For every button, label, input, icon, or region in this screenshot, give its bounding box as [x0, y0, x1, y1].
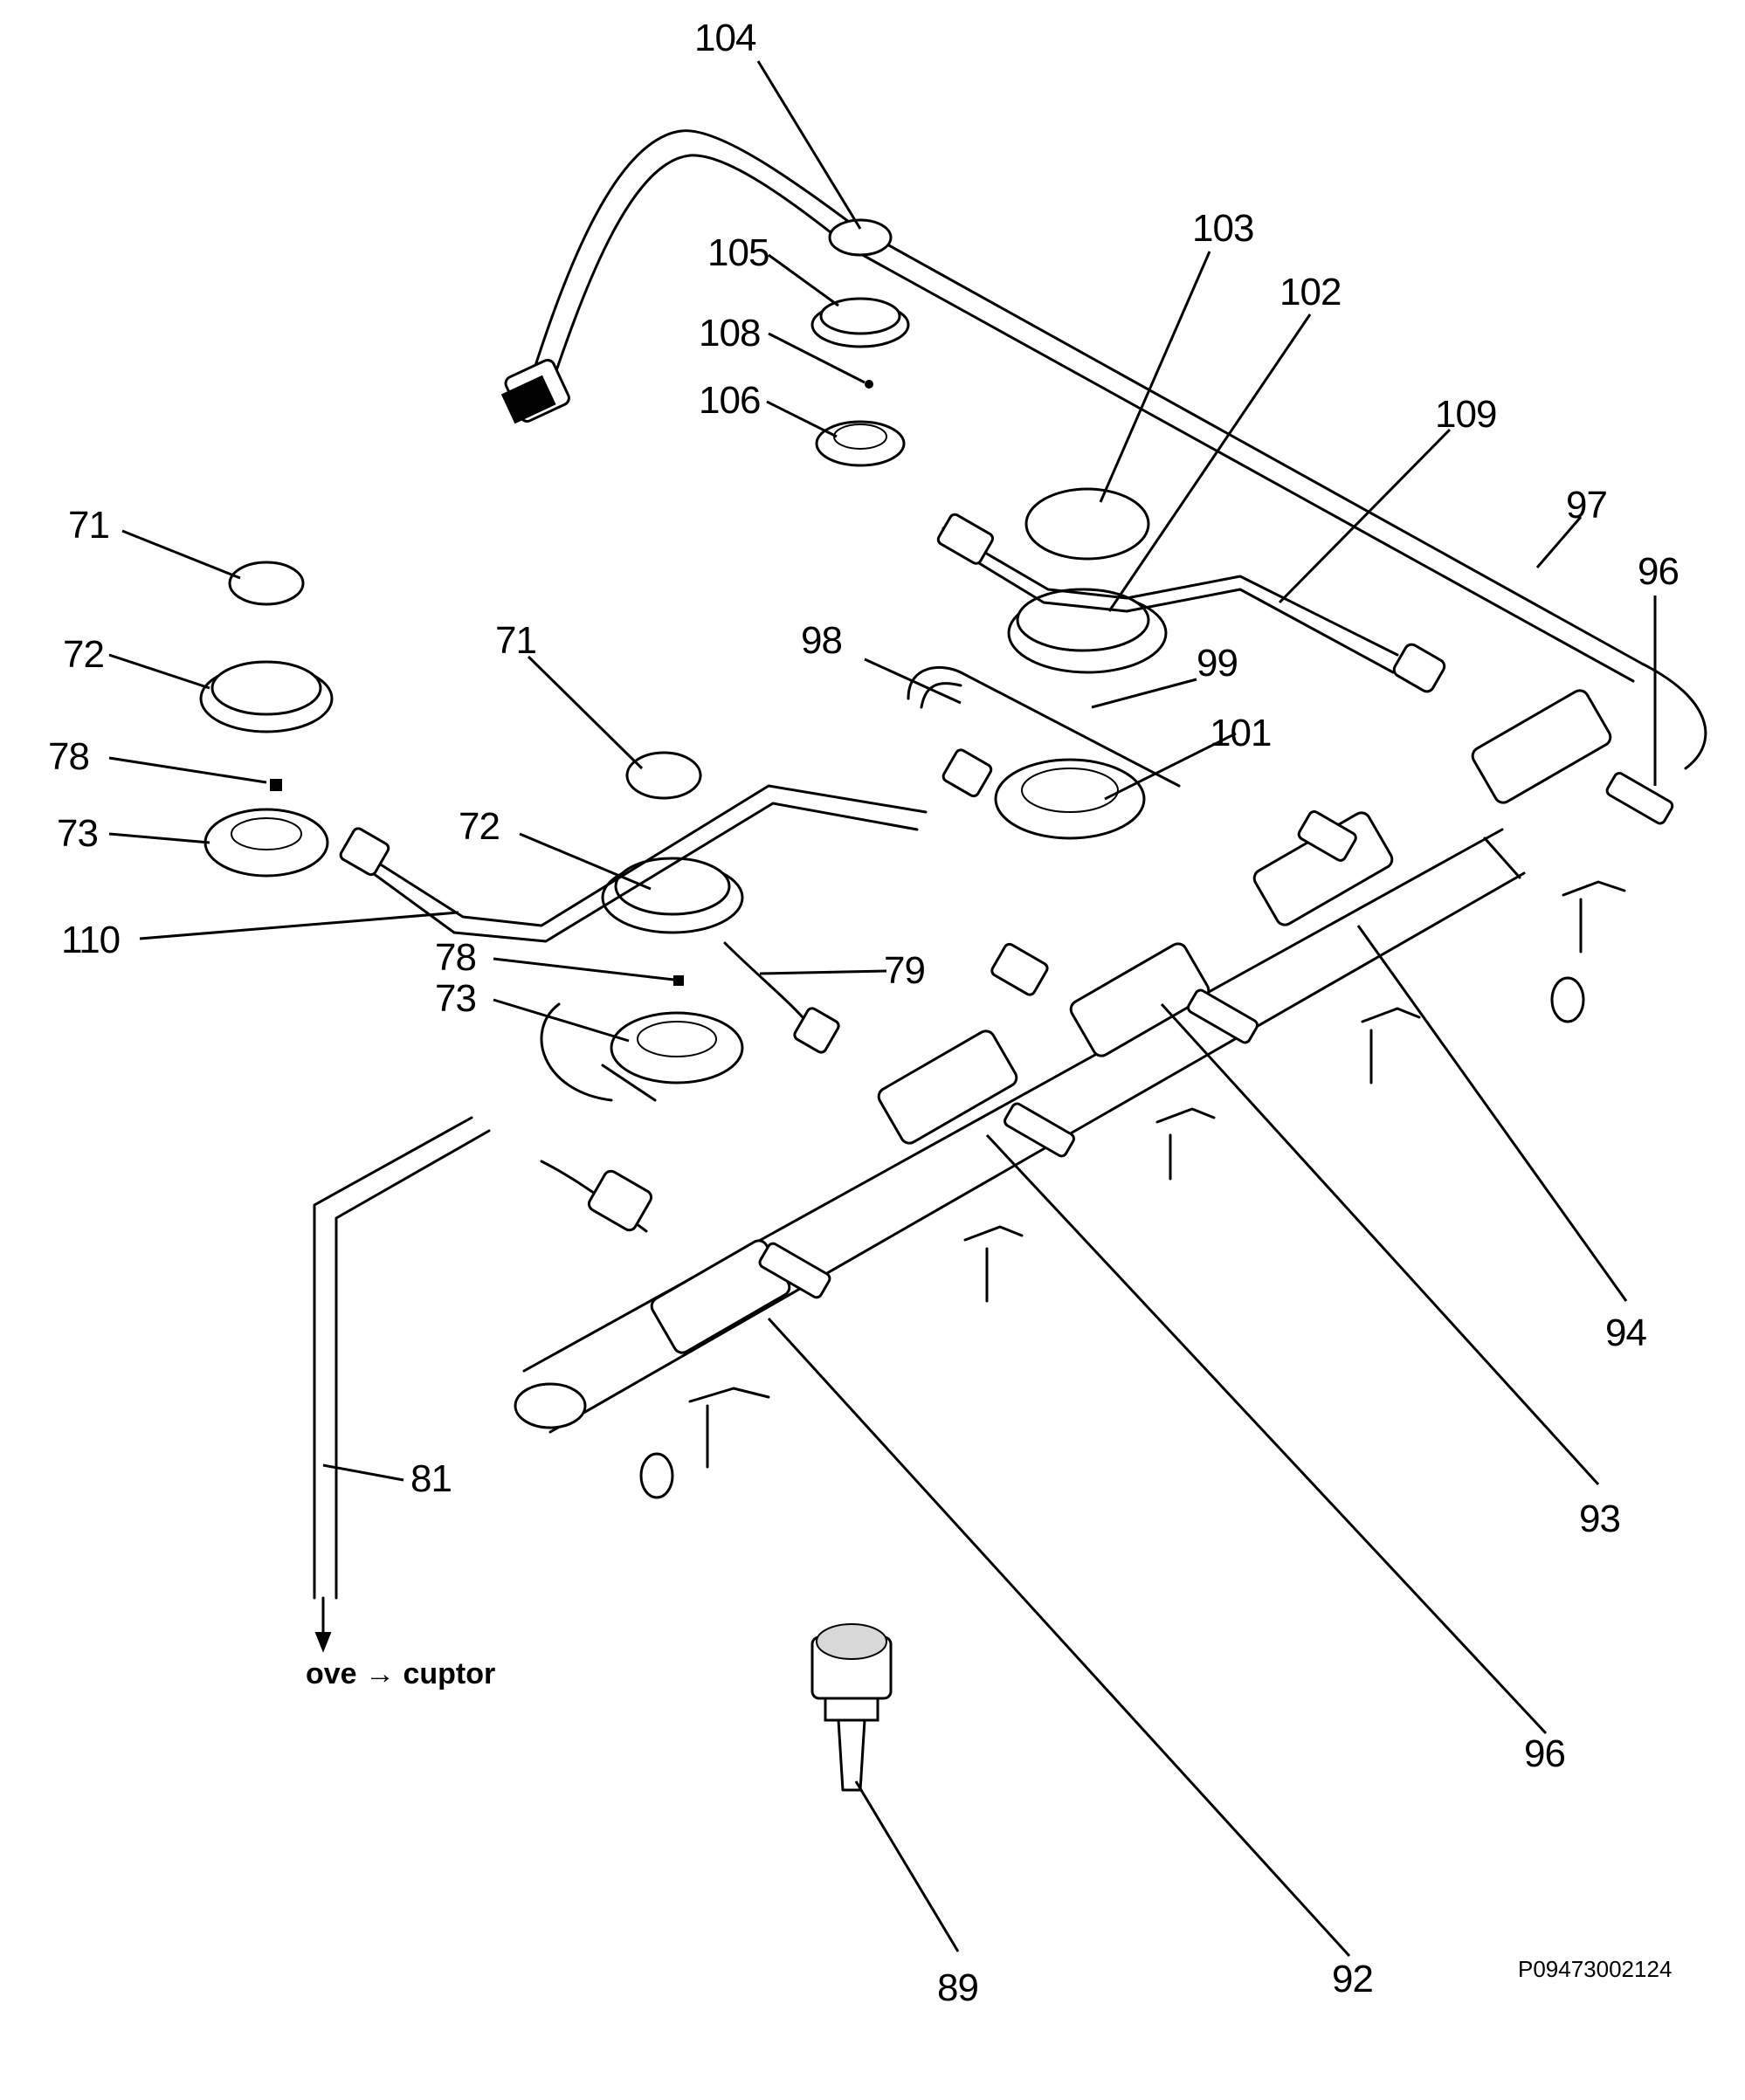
label-part-93: 93: [1579, 1498, 1621, 1540]
label-part-105: 105: [707, 231, 769, 274]
label-part-72-middle: 72: [459, 805, 500, 848]
label-part-109: 109: [1435, 393, 1497, 436]
label-part-108: 108: [699, 312, 761, 355]
label-part-99: 99: [1197, 642, 1238, 685]
label-part-110: 110: [61, 919, 121, 961]
label-part-96-bottom: 96: [1524, 1732, 1566, 1775]
label-part-92: 92: [1332, 1958, 1374, 2000]
label-part-71-middle: 71: [495, 619, 537, 662]
gas-tap-5: [1392, 643, 1612, 804]
label-part-103: 103: [1192, 207, 1254, 250]
gas-tap-2: [877, 1029, 1075, 1158]
label-part-98: 98: [801, 619, 843, 662]
label-part-89: 89: [937, 1966, 979, 2009]
label-part-94: 94: [1605, 1312, 1647, 1354]
gas-tap-4: [1252, 772, 1674, 926]
gas-pipe-top: [500, 129, 1707, 770]
label-part-104: 104: [694, 17, 756, 59]
label-part-106: 106: [699, 379, 761, 422]
burner-large: [994, 487, 1168, 840]
label-part-97: 97: [1566, 484, 1608, 527]
pipe-connector-top: [500, 358, 570, 424]
label-part-78-middle: 78: [435, 936, 477, 979]
label-part-71-left: 71: [68, 504, 110, 547]
label-part-101: 101: [1210, 712, 1272, 754]
burner-stack-middle: [540, 751, 744, 1102]
label-part-79: 79: [884, 949, 926, 992]
burner-stack-small: [810, 218, 910, 467]
tap-clips: [639, 880, 1626, 1499]
oven-pipe-caption: ove → cuptor: [306, 1657, 496, 1690]
label-part-96-top: 96: [1638, 550, 1679, 593]
oven-pipe: [313, 1116, 491, 1653]
label-part-73-left: 73: [57, 812, 99, 855]
label-part-81: 81: [410, 1457, 452, 1500]
gas-tap-1: [540, 1160, 831, 1354]
label-part-102: 102: [1279, 271, 1342, 313]
label-part-78-left: 78: [48, 735, 90, 778]
label-part-73-middle: 73: [435, 977, 477, 1020]
label-part-72-left: 72: [63, 633, 105, 676]
leader-lines: [108, 60, 1657, 1958]
burner-stack-left: [199, 561, 334, 878]
side-pipes: [339, 513, 1399, 1054]
figure-id: P09473002124: [1518, 1956, 1673, 1982]
hose-connector: [810, 1623, 893, 1792]
gas-tap-3: [990, 942, 1259, 1057]
